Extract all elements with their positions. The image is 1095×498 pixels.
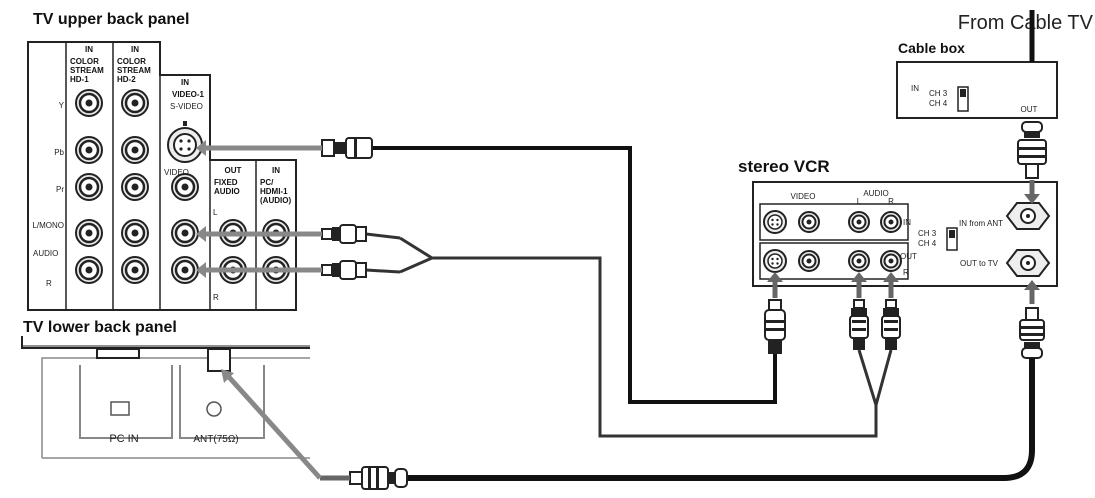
vcr-channel-switch-knob xyxy=(949,230,955,238)
vcr-out-to-tv-coax xyxy=(402,280,1045,481)
vcr-ch4-label: CH 4 xyxy=(918,239,937,248)
colorstream-hd2-y-jack xyxy=(120,88,150,118)
colorstream-hd2-label-line1: COLOR xyxy=(117,57,146,66)
colorstream-hd2-pr-jack xyxy=(120,172,150,202)
cable-box-channel-switch xyxy=(957,86,969,112)
pc-hdmi-audio-label-line2: HDMI-1 xyxy=(260,187,288,196)
fixed-audio-label-line2: AUDIO xyxy=(214,187,240,196)
vcr-in-video-jack xyxy=(798,211,820,233)
row-label-y: Y xyxy=(59,101,65,110)
video1-audio-l-jack xyxy=(170,218,200,248)
channel-switch-knob xyxy=(960,89,966,97)
vcr-audio-label: AUDIO xyxy=(863,189,888,198)
video1-label: VIDEO-1 xyxy=(172,90,205,99)
video1-video-jack xyxy=(170,172,200,202)
vcr-out-svideo-jack xyxy=(763,249,787,273)
pc-hdmi-audio-in-label: IN xyxy=(272,166,280,175)
stereo-vcr: VIDEO AUDIO L R IN OUT R CH 3 CH 4 IN fr… xyxy=(752,181,1058,287)
colorstream-hd1-pb-jack xyxy=(74,135,104,165)
pc-in-section xyxy=(79,365,173,439)
colorstream-hd1-label-line2: STREAM xyxy=(70,66,104,75)
cable-box-out-label: OUT xyxy=(1021,105,1038,114)
ant-section xyxy=(179,365,265,439)
pc-port-icon xyxy=(110,401,130,416)
pc-in-label: PC IN xyxy=(109,433,138,445)
video1-in-label: IN xyxy=(181,78,189,87)
vcr-out-label: OUT xyxy=(900,252,917,261)
stereo-vcr-title: stereo VCR xyxy=(738,157,830,176)
fixed-audio-l-label: L xyxy=(213,208,218,217)
row-label-pr: Pr xyxy=(56,185,64,194)
colorstream-hd1-audio-l-jack xyxy=(74,218,104,248)
audio-cable xyxy=(196,224,901,438)
svideo-label: S-VIDEO xyxy=(170,102,203,111)
vcr-out-r-label: R xyxy=(903,268,909,277)
colorstream-hd1-y-jack xyxy=(74,88,104,118)
vcr-ant-out-jack xyxy=(1005,249,1051,277)
lower-panel-body xyxy=(41,357,310,458)
colorstream-hd2-label-line2: STREAM xyxy=(117,66,151,75)
colorstream-hd2-audio-l-jack xyxy=(120,218,150,248)
colorstream-hd1-label-line1: COLOR xyxy=(70,57,99,66)
antenna-port-icon xyxy=(206,401,222,417)
row-label-r: R xyxy=(46,279,52,288)
fixed-audio-label-line1: FIXED xyxy=(214,178,238,187)
colorstream-hd2-label-line3: HD-2 xyxy=(117,75,136,84)
from-cable-tv-label: From Cable TV xyxy=(958,12,1094,34)
colorstream-hd1-in-label: IN xyxy=(85,45,93,54)
vcr-in-label: IN xyxy=(903,218,911,227)
vcr-out-audio-l-jack xyxy=(848,250,870,272)
vcr-in-audio-l-jack xyxy=(848,211,870,233)
pc-hdmi-audio-label-line1: PC/ xyxy=(260,178,274,187)
tv-lower-back-panel-title: TV lower back panel xyxy=(23,319,177,336)
colorstream-hd1-pr-jack xyxy=(74,172,104,202)
vcr-in-svideo-jack xyxy=(763,210,787,234)
tv-lower-back-panel: PC IN ANT(75Ω) xyxy=(21,336,310,459)
vcr-out-audio-r-jack xyxy=(880,250,902,272)
cable-box: IN CH 3 CH 4 OUT xyxy=(896,61,1058,119)
ant-connector-tab xyxy=(207,348,231,372)
cable-box-title: Cable box xyxy=(898,40,965,56)
fixed-audio-out-label: OUT xyxy=(225,166,242,175)
vcr-in-audio-r-jack xyxy=(880,211,902,233)
row-label-pb: Pb xyxy=(54,148,64,157)
vcr-audio-l-label: L xyxy=(857,197,862,206)
svideo-jack xyxy=(167,121,203,163)
svideo-cable xyxy=(196,137,786,404)
pc-hdmi-audio-label-line3: (AUDIO) xyxy=(260,196,291,205)
row-label-l-mono: L/MONO xyxy=(32,221,64,230)
vcr-in-from-ant-label: IN from ANT xyxy=(959,219,1003,228)
cable-box-ch3-label: CH 3 xyxy=(929,89,948,98)
cable-box-to-vcr-coax xyxy=(1017,121,1047,204)
video-label: VIDEO xyxy=(164,168,189,177)
vcr-audio-r-label: R xyxy=(888,197,894,206)
video1-audio-r-jack xyxy=(170,255,200,285)
row-label-audio: AUDIO xyxy=(33,249,58,258)
cables xyxy=(196,10,1047,490)
vcr-video-label: VIDEO xyxy=(791,192,816,201)
pc-in-connector-tab xyxy=(96,348,140,359)
colorstream-hd1-audio-r-jack xyxy=(74,255,104,285)
vcr-out-to-tv-label: OUT to TV xyxy=(960,259,999,268)
fixed-audio-r-label: R xyxy=(213,293,219,302)
colorstream-hd1-label-line3: HD-1 xyxy=(70,75,89,84)
cable-box-body xyxy=(896,61,1058,119)
vcr-channel-switch xyxy=(946,227,958,251)
tv-upper-back-panel-title: TV upper back panel xyxy=(33,11,189,28)
colorstream-hd2-pb-jack xyxy=(120,135,150,165)
tv-ant-coax-plug xyxy=(221,369,408,490)
vcr-ch3-label: CH 3 xyxy=(918,229,937,238)
cable-box-in-label: IN xyxy=(911,84,919,93)
vcr-out-video-jack xyxy=(798,250,820,272)
ant-75-ohm-label: ANT(75Ω) xyxy=(193,434,238,445)
colorstream-hd2-in-label: IN xyxy=(131,45,139,54)
colorstream-hd2-audio-r-jack xyxy=(120,255,150,285)
cable-box-ch4-label: CH 4 xyxy=(929,99,948,108)
tv-upper-back-panel: IN IN COLOR STREAM HD-1 COLOR STREAM HD-… xyxy=(27,41,297,311)
vcr-ant-in-jack xyxy=(1005,202,1051,230)
